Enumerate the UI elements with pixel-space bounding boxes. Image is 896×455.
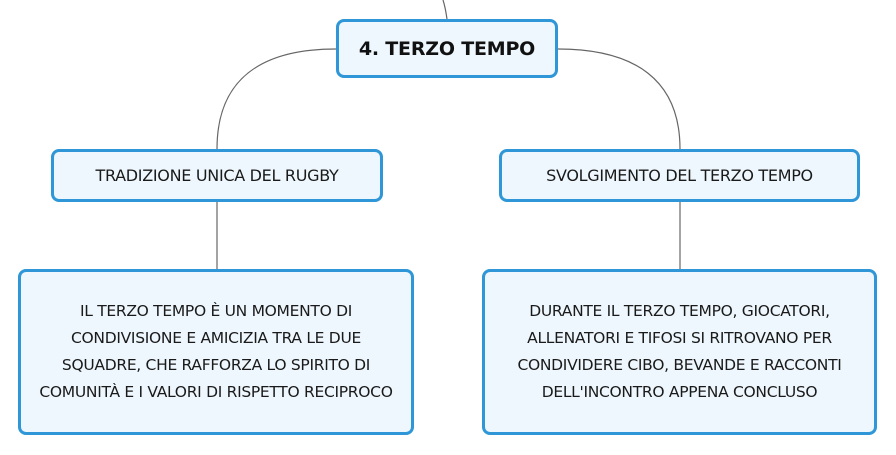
connector-root-to-left: [216, 48, 337, 150]
branch-node-tradizione[interactable]: TRADIZIONE UNICA DEL RUGBY: [51, 149, 383, 202]
branch-node-label: TRADIZIONE UNICA DEL RUGBY: [95, 166, 339, 185]
branch-node-svolgimento[interactable]: SVOLGIMENTO DEL TERZO TEMPO: [499, 149, 860, 202]
root-node-label: 4. TERZO TEMPO: [358, 37, 536, 60]
root-node[interactable]: 4. TERZO TEMPO: [336, 19, 558, 78]
detail-node-text: DURANTE IL TERZO TEMPO, GIOCATORI, ALLEN…: [517, 302, 842, 401]
detail-node-svolgimento[interactable]: DURANTE IL TERZO TEMPO, GIOCATORI, ALLEN…: [482, 269, 877, 435]
branch-node-label: SVOLGIMENTO DEL TERZO TEMPO: [546, 166, 813, 185]
detail-node-tradizione[interactable]: IL TERZO TEMPO È UN MOMENTO DI CONDIVISI…: [18, 269, 414, 435]
detail-node-text: IL TERZO TEMPO È UN MOMENTO DI CONDIVISI…: [39, 302, 393, 401]
connector-parent-to-root: [442, 0, 448, 20]
connector-root-to-right: [557, 48, 681, 150]
